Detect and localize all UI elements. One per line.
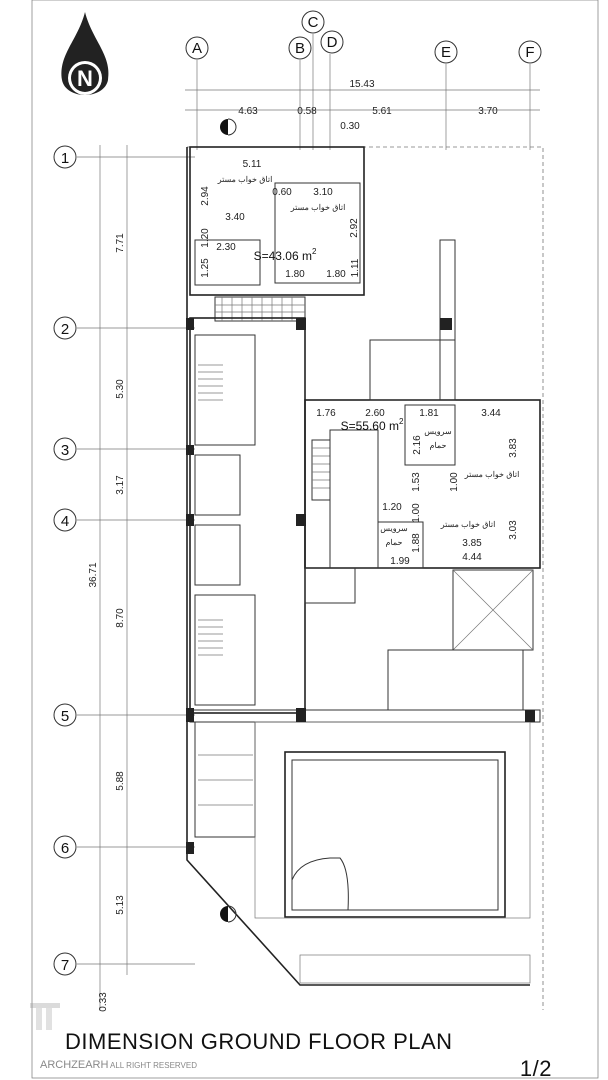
north-label: N xyxy=(77,66,93,91)
dim-label: 1.11 xyxy=(350,258,361,277)
grid-col-c: C xyxy=(308,14,319,31)
dim-label: 3.40 xyxy=(225,212,245,223)
unit-1: S=43.06 m2 اتاق خواب مستر اتاق خواب مستر… xyxy=(200,159,361,280)
room-label: اتاق خواب مستر xyxy=(464,470,520,479)
dim-label: 2.60 xyxy=(365,408,385,419)
dim-label: 1.81 xyxy=(419,408,439,419)
dim-label: 5.11 xyxy=(243,159,262,170)
grid-row-5: 5 xyxy=(61,708,69,725)
dim-label: 4.44 xyxy=(462,552,482,563)
dim-label: 2.94 xyxy=(200,186,211,206)
grid-row-3: 3 xyxy=(61,442,69,459)
room-label: حمام xyxy=(386,538,403,547)
dim-overall-height: 36.71 xyxy=(88,562,99,587)
watermark-brand: ARCHZEARH xyxy=(40,1059,109,1071)
dim-overall-width: 15.43 xyxy=(349,79,374,90)
grid-col-e: E xyxy=(441,44,451,61)
sheet-number: 1/2 xyxy=(520,1056,552,1080)
dim-label: 3.83 xyxy=(508,438,519,458)
dim-label: 3.17 xyxy=(115,475,126,495)
dim-label: 4.63 xyxy=(238,106,258,117)
dim-label: 5.30 xyxy=(115,379,126,399)
room-label: اتاق خواب مستر xyxy=(440,520,496,529)
room-label: اتاق خواب مستر xyxy=(290,203,346,212)
dim-label: 1.20 xyxy=(382,502,402,513)
room-label: سرویس xyxy=(424,427,452,436)
dim-label: 2.92 xyxy=(349,218,360,238)
drawing-title: DIMENSION GROUND FLOOR PLAN xyxy=(65,1029,453,1054)
north-arrow-icon: N xyxy=(61,12,109,95)
unit-2: S=55.60 m2 اتاق خواب مستر اتاق خواب مستر… xyxy=(316,408,519,567)
grid-columns: A B C D E F xyxy=(185,10,542,150)
unit-2-area: S=55.60 m2 xyxy=(341,417,404,433)
watermark-note: ALL RIGHT RESERVED xyxy=(110,1061,197,1070)
dim-label: 1.25 xyxy=(200,258,211,278)
dim-label: 1.20 xyxy=(200,228,211,248)
grid-col-b: B xyxy=(295,40,305,57)
dim-label: 0.30 xyxy=(340,121,360,132)
dim-label: 3.44 xyxy=(481,408,501,419)
dim-label: 1.80 xyxy=(285,269,305,280)
grid-col-d: D xyxy=(327,34,338,51)
dim-label: 3.10 xyxy=(313,187,333,198)
dim-label: 0.58 xyxy=(297,106,317,117)
grid-rows: 1 2 3 4 5 6 7 xyxy=(53,145,195,976)
room-label: اتاق خواب مستر xyxy=(217,175,273,184)
watermark-logo xyxy=(30,1003,60,1030)
dim-label: 1.88 xyxy=(411,533,422,553)
dim-label: 8.70 xyxy=(115,608,126,628)
dim-label: 1.80 xyxy=(326,269,346,280)
grid-col-f: F xyxy=(525,44,534,61)
dim-label: 5.13 xyxy=(115,895,126,915)
dim-label: 2.30 xyxy=(216,242,236,253)
dim-label: 3.70 xyxy=(478,106,498,117)
sheet-border xyxy=(31,0,599,1079)
room-label: حمام xyxy=(430,441,447,450)
vertical-dimensions: 36.71 7.71 5.30 3.17 8.70 5.88 5.13 0.33 xyxy=(88,145,128,1012)
dim-label: 1.99 xyxy=(390,556,410,567)
room-label: سرویس xyxy=(380,524,408,533)
dim-label: 7.71 xyxy=(115,233,126,253)
dim-label: 1.00 xyxy=(411,503,422,523)
grid-row-6: 6 xyxy=(61,840,69,857)
dim-label: 0.33 xyxy=(98,992,109,1012)
horizontal-dimensions: 15.43 4.63 0.58 5.61 3.70 0.30 xyxy=(185,79,540,136)
dim-label: 1.53 xyxy=(411,472,422,492)
grid-row-2: 2 xyxy=(61,321,69,338)
dim-label: 1.76 xyxy=(316,408,336,419)
dim-label: 3.03 xyxy=(508,520,519,540)
dim-label: 1.00 xyxy=(449,472,460,492)
dim-label: 5.88 xyxy=(115,771,126,791)
grid-row-4: 4 xyxy=(61,513,69,530)
dim-label: 3.85 xyxy=(462,538,482,549)
building-outline xyxy=(186,146,544,1010)
unit-1-area: S=43.06 m2 xyxy=(254,247,317,263)
dim-label: 2.16 xyxy=(412,435,423,455)
dim-label: 5.61 xyxy=(372,106,392,117)
grid-row-1: 1 xyxy=(61,150,69,167)
dim-label: 0.60 xyxy=(272,187,292,198)
grid-row-7: 7 xyxy=(61,957,69,974)
grid-col-a: A xyxy=(192,40,202,57)
